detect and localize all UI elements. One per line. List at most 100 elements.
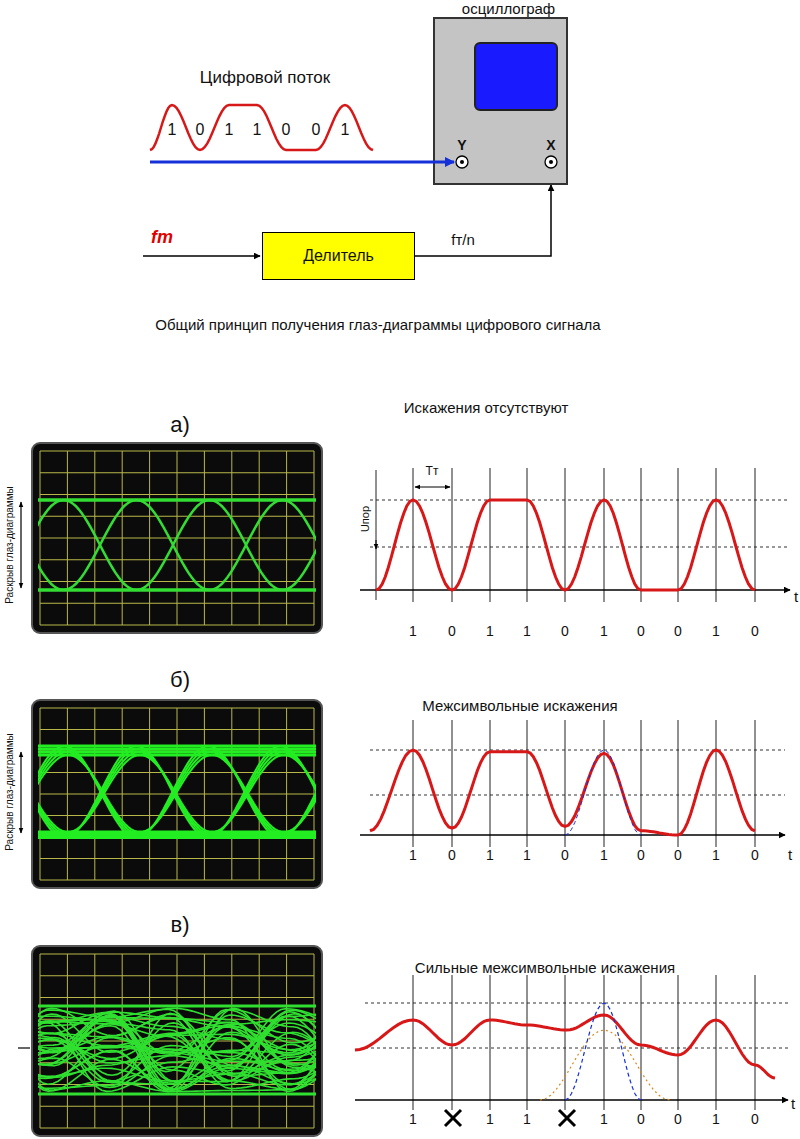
device-title: осциллограф bbox=[462, 1, 555, 18]
bit-value: 1 bbox=[712, 1112, 720, 1127]
eye-pattern bbox=[38, 1006, 316, 1094]
eye-trace bbox=[38, 755, 68, 832]
axis-note: Раскрыв глаз-диаграммы bbox=[4, 486, 15, 603]
bit-value: 1 bbox=[486, 848, 494, 863]
clock-line bbox=[716, 720, 717, 847]
eye-rail bbox=[38, 498, 316, 502]
scope-screen bbox=[32, 700, 322, 888]
eye-trace bbox=[284, 755, 316, 832]
noisy-trace bbox=[38, 1008, 316, 1090]
bit-value: 1 bbox=[523, 848, 531, 863]
grid-line bbox=[40, 772, 314, 773]
eye-rail bbox=[38, 832, 316, 835]
bit-value: 0 bbox=[561, 624, 569, 639]
clock-line bbox=[716, 975, 717, 1110]
input-terminal bbox=[460, 160, 464, 164]
stream-waveform bbox=[150, 105, 373, 150]
bit-value: 1 bbox=[600, 1112, 608, 1127]
eye-trace bbox=[38, 500, 64, 590]
graph-title: Сильные межсимвольные искажения bbox=[415, 960, 675, 977]
noisy-trace bbox=[38, 1023, 316, 1089]
clock-line bbox=[413, 468, 414, 602]
clock-line bbox=[490, 720, 491, 847]
eye-trace bbox=[283, 500, 317, 590]
grid-line bbox=[40, 997, 314, 998]
eye-trace bbox=[140, 755, 212, 832]
noisy-trace bbox=[38, 1019, 316, 1053]
bit-value: 0 bbox=[674, 848, 682, 863]
eye-trace bbox=[212, 755, 284, 832]
grid-line bbox=[40, 858, 314, 859]
grid-line bbox=[40, 581, 314, 582]
spread-pulse bbox=[540, 1030, 670, 1100]
eye-trace bbox=[64, 500, 137, 590]
error-mark bbox=[559, 1110, 575, 1126]
bit-value: 1 bbox=[168, 121, 177, 139]
grid-line bbox=[40, 1106, 314, 1107]
figure-caption: Общий принцип получения глаз-диаграммы ц… bbox=[155, 317, 600, 334]
eye-rail bbox=[38, 834, 316, 837]
bit-value: 1 bbox=[712, 848, 720, 863]
bit-value: 1 bbox=[341, 121, 350, 139]
axis-name: t bbox=[788, 847, 792, 864]
threshold-name: Uпор bbox=[359, 506, 371, 532]
axis-note: Раскрыв глаз-диаграммы bbox=[4, 733, 15, 850]
bit-value: 0 bbox=[674, 624, 682, 639]
scope-screen bbox=[32, 443, 322, 633]
level-line bbox=[370, 500, 790, 501]
eye-rail bbox=[38, 836, 316, 839]
bit-value: 0 bbox=[196, 121, 205, 139]
clock-line bbox=[604, 720, 605, 847]
oscilloscope-body bbox=[433, 17, 568, 185]
clock-line bbox=[452, 975, 453, 1110]
grid-line bbox=[40, 516, 314, 517]
clock-line bbox=[678, 468, 679, 602]
bit-value: 0 bbox=[637, 624, 645, 639]
eye-trace bbox=[38, 755, 68, 832]
bit-value: 1 bbox=[409, 1112, 417, 1127]
eye-trace bbox=[210, 500, 283, 590]
bit-value: 0 bbox=[674, 1112, 682, 1127]
clock-line bbox=[604, 468, 605, 602]
distorted-waveform bbox=[370, 750, 755, 835]
bit-value: 0 bbox=[448, 848, 456, 863]
input-name: X bbox=[546, 138, 555, 153]
noisy-trace bbox=[38, 1044, 316, 1089]
error-mark bbox=[559, 1110, 575, 1126]
eye-trace bbox=[212, 755, 284, 832]
oscilloscope: осциллографYX bbox=[433, 17, 568, 185]
period-name: Тт bbox=[426, 465, 439, 478]
bit-value: 0 bbox=[751, 624, 759, 639]
eye-pattern bbox=[38, 500, 316, 590]
panel-letter: а) bbox=[170, 413, 190, 437]
eye-rail bbox=[38, 1005, 316, 1008]
signal-arrow bbox=[433, 161, 454, 164]
graph-title: Искажения отсутствуют bbox=[404, 400, 569, 417]
bit-value: 1 bbox=[225, 121, 234, 139]
eye-trace bbox=[38, 500, 64, 590]
error-mark bbox=[445, 1110, 461, 1126]
clock-line bbox=[413, 720, 414, 847]
grid-line bbox=[40, 472, 314, 473]
eye-trace bbox=[68, 755, 140, 832]
clock-line bbox=[376, 470, 377, 600]
strongly-distorted-waveform bbox=[355, 1015, 775, 1078]
connector bbox=[415, 185, 551, 256]
bit-value: 1 bbox=[712, 624, 720, 639]
bit-value: 1 bbox=[409, 848, 417, 863]
eye-rail bbox=[38, 831, 316, 834]
noisy-trace bbox=[38, 1026, 316, 1092]
eye-trace bbox=[210, 500, 283, 590]
clock-line bbox=[452, 468, 453, 602]
bit-value: 1 bbox=[600, 848, 608, 863]
clock-line bbox=[527, 468, 528, 602]
clock-line bbox=[527, 975, 528, 1110]
bit-value: 0 bbox=[561, 848, 569, 863]
opening-arrow bbox=[20, 502, 21, 588]
bit-value: 1 bbox=[253, 121, 262, 139]
grid-line bbox=[40, 451, 314, 452]
axis-name: t bbox=[791, 1096, 795, 1113]
period-arrow bbox=[415, 487, 450, 488]
noisy-trace bbox=[38, 1010, 316, 1081]
